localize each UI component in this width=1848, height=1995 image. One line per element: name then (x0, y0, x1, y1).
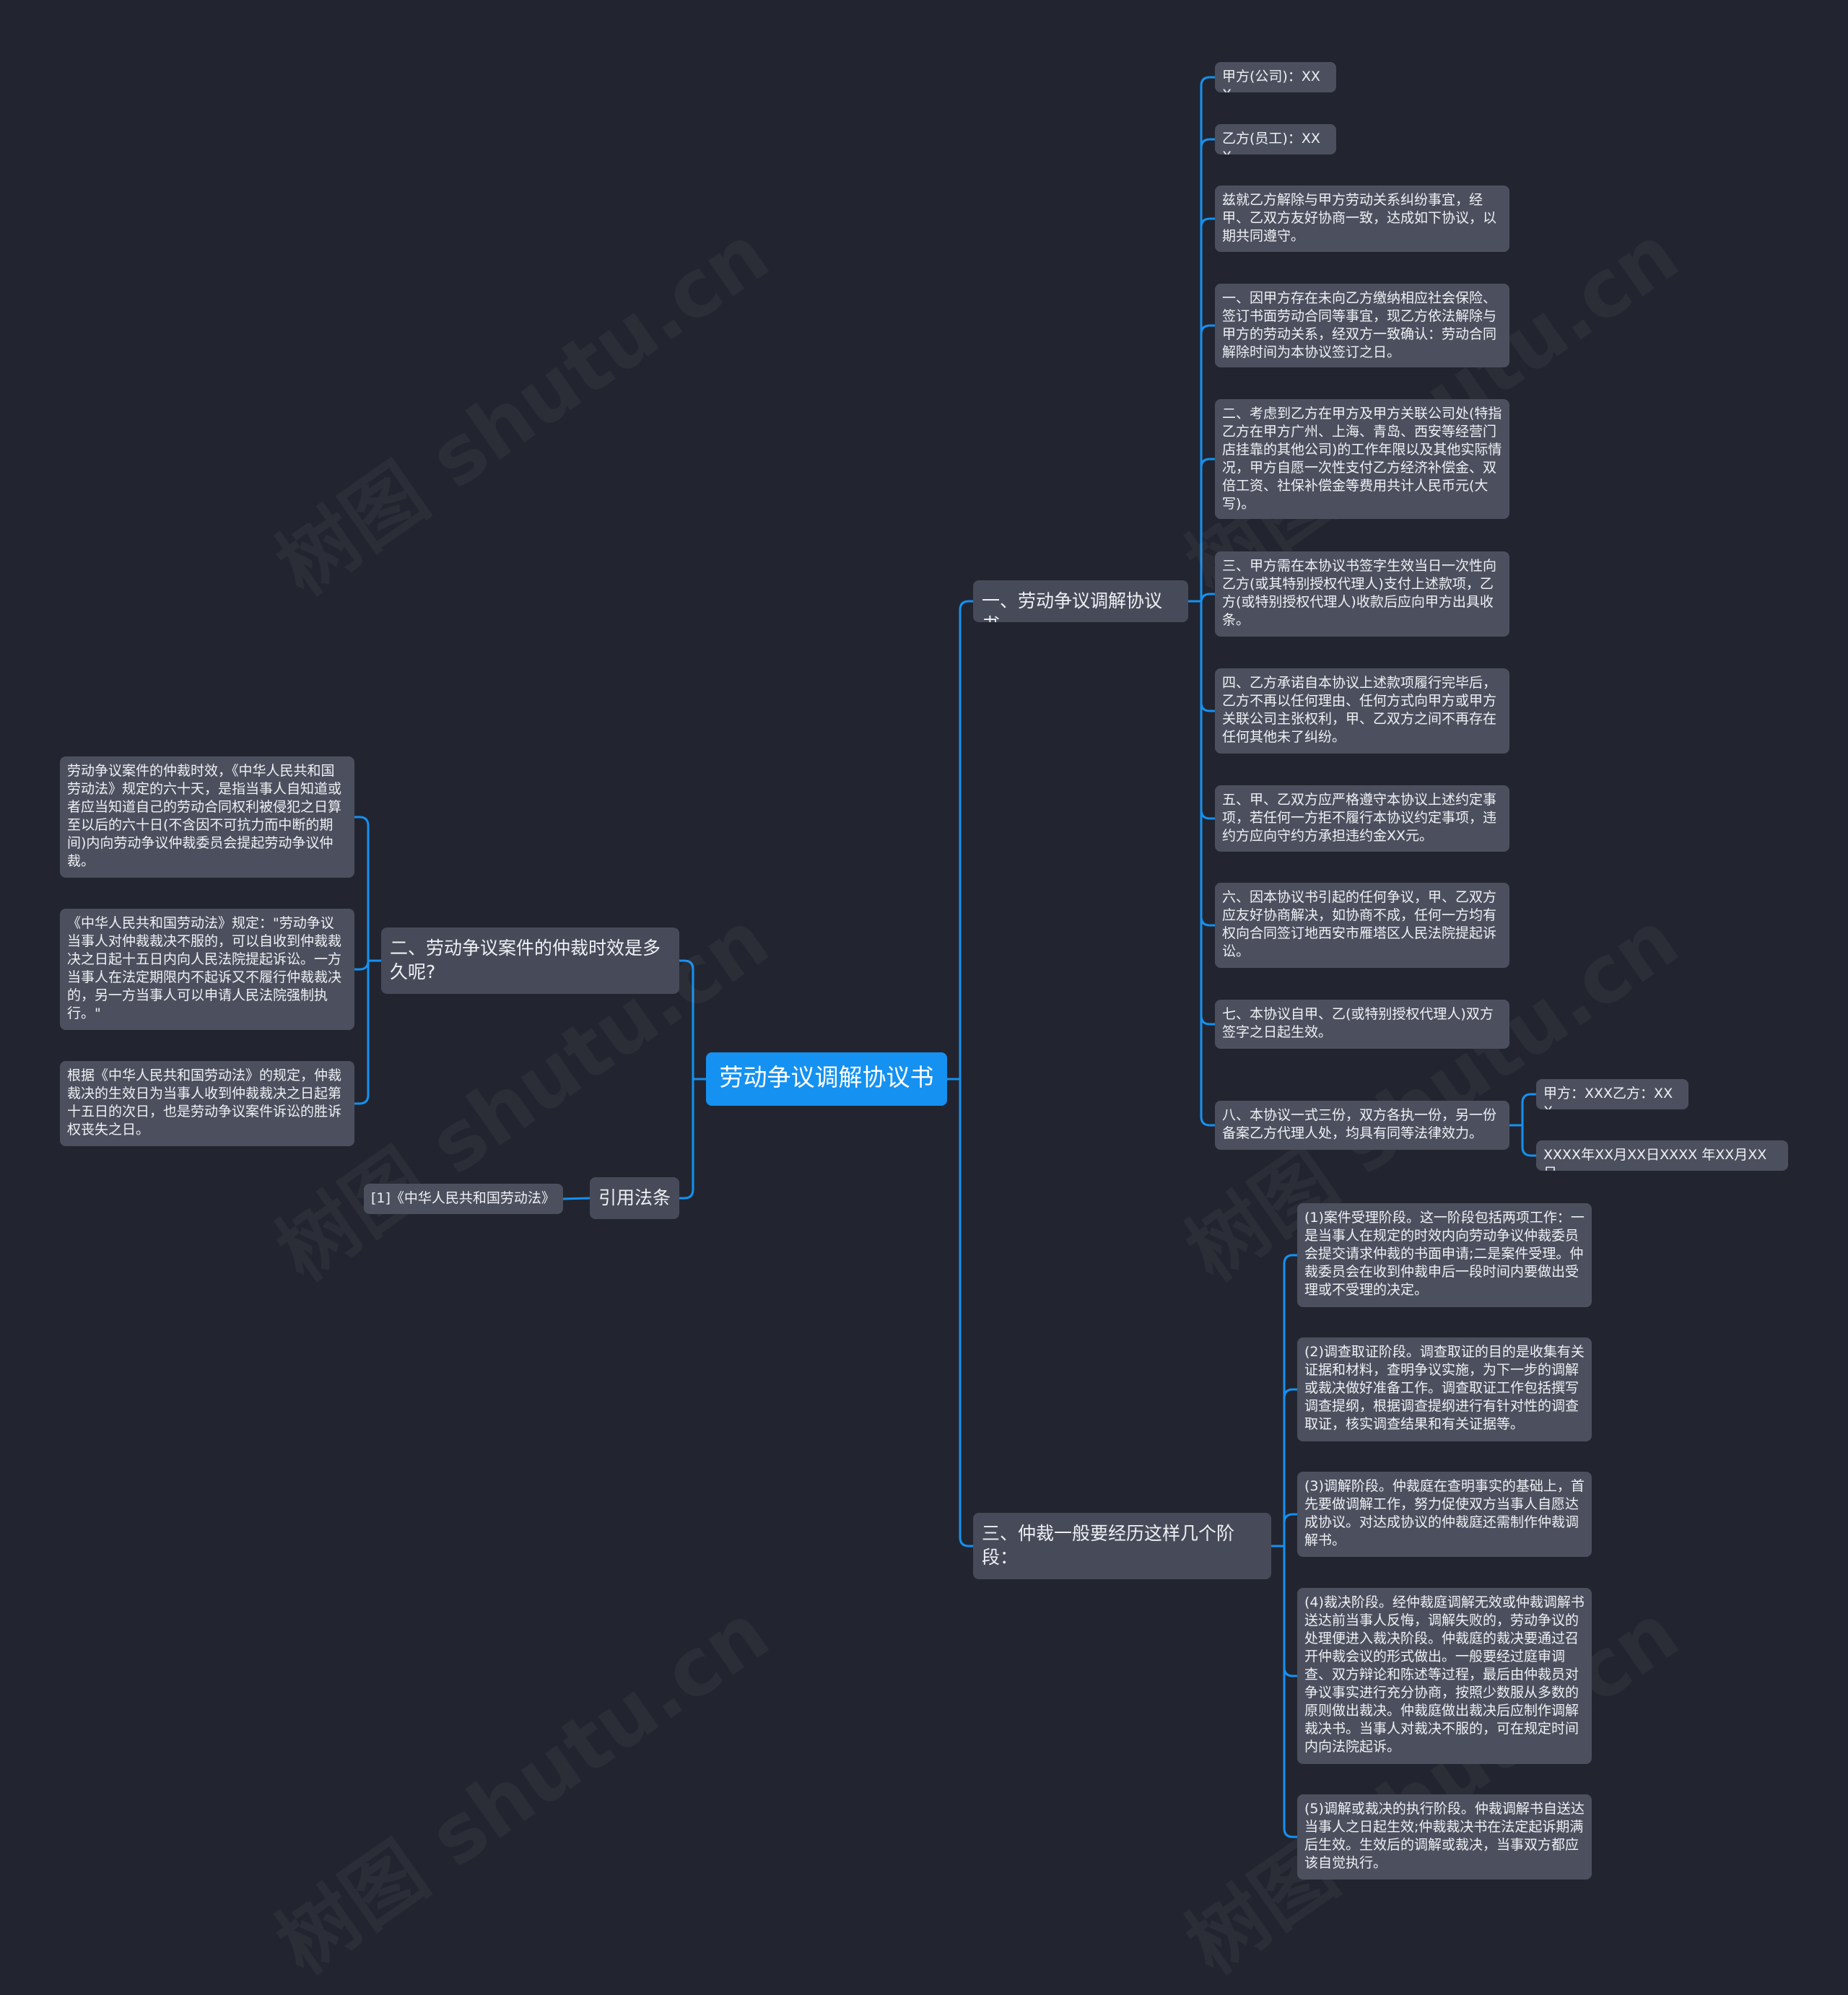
leaf-node[interactable]: 二、考虑到乙方在甲方及甲方关联公司处(特指乙方在甲方广州、上海、青岛、西安等经营… (1215, 399, 1509, 519)
connector-lines (354, 76, 1536, 1838)
leaf-node[interactable]: 《中华人民共和国劳动法》规定："劳动争议当事人对仲裁裁决不服的，可以自收到仲裁裁… (60, 909, 354, 1030)
connector-line (1271, 1545, 1297, 1838)
leaf-node[interactable]: (1)案件受理阶段。这一阶段包括两项工作：一是当事人在规定的时效内向劳动争议仲裁… (1297, 1203, 1592, 1307)
leaf-node-date[interactable]: XXXX年XX月XX日XXXX 年XX月XX 日 (1536, 1140, 1788, 1171)
branch-node-cited-laws[interactable]: 引用法条 (590, 1177, 679, 1219)
leaf-node[interactable]: 八、本协议一式三份，双方各执一份，另一份备案乙方代理人处，均具有同等法律效力。 (1215, 1101, 1509, 1150)
leaf-node[interactable]: (4)裁决阶段。经仲裁庭调解无效或仲裁调解书送达前当事人反悔，调解失败的，劳动争… (1297, 1588, 1592, 1764)
connector-line (354, 959, 381, 1105)
connector-line (679, 959, 706, 1081)
connector-line (1188, 600, 1215, 1127)
leaf-node-law-citation[interactable]: [1]《中华人民共和国劳动法》 (364, 1184, 563, 1214)
connector-line (1509, 1093, 1536, 1127)
connector-line (1271, 1254, 1297, 1547)
leaf-node[interactable]: (5)调解或裁决的执行阶段。仲裁调解书自送达当事人之日起生效;仲裁裁决书在法定起… (1297, 1794, 1592, 1880)
leaf-node-signature[interactable]: 甲方：XXX乙方：XXX (1536, 1079, 1688, 1109)
leaf-node[interactable]: 一、因甲方存在未向乙方缴纳相应社会保险、签订书面劳动合同等事宜，现乙方依法解除与… (1215, 284, 1509, 367)
connector-line (1188, 217, 1215, 603)
leaf-node[interactable]: 根据《中华人民共和国劳动法》的规定，仲裁裁决的生效日为当事人收到仲裁裁决之日起第… (60, 1061, 354, 1146)
connector-line (562, 1197, 590, 1200)
leaf-node[interactable]: 三、甲方需在本协议书签字生效当日一次性向乙方(或其特别授权代理人)支付上述款项，… (1215, 551, 1509, 637)
branch-node-arbitration-limitation[interactable]: 二、劳动争议案件的仲裁时效是多久呢? (381, 927, 679, 994)
root-node[interactable]: 劳动争议调解协议书 (706, 1052, 947, 1106)
leaf-node[interactable]: 五、甲、乙双方应严格遵守本协议上述约定事项，若任何一方拒不履行本协议约定事项，违… (1215, 785, 1509, 852)
connector-line (1188, 458, 1215, 603)
leaf-node[interactable]: (3)调解阶段。仲裁庭在查明事实的基础上，首先要做调解工作，努力促使双方当事人自… (1297, 1472, 1592, 1557)
connector-line (1509, 1124, 1536, 1157)
connector-line (354, 816, 381, 962)
connector-line (1188, 324, 1215, 603)
connector-line (1188, 76, 1215, 603)
leaf-node[interactable]: 乙方(员工)：XXX (1215, 124, 1336, 154)
connector-line (947, 1078, 973, 1547)
connector-line (1271, 1513, 1297, 1547)
leaf-node[interactable]: 四、乙方承诺自本协议上述款项履行完毕后，乙方不再以任何理由、任何方式向甲方或甲方… (1215, 668, 1509, 754)
leaf-node[interactable]: 六、因本协议书引起的任何争议，甲、乙双方应友好协商解决，如协商不成，任何一方均有… (1215, 883, 1509, 968)
branch-node-arbitration-stages[interactable]: 三、仲裁一般要经历这样几个阶段： (973, 1513, 1271, 1579)
leaf-node[interactable]: 劳动争议案件的仲裁时效，《中华人民共和国劳动法》规定的六十天，是指当事人自知道或… (60, 756, 354, 878)
branch-node-mediation-agreement[interactable]: 一、劳动争议调解协议书 (973, 580, 1188, 622)
leaf-node[interactable]: 甲方(公司)：XXX (1215, 62, 1336, 92)
connector-line (679, 1078, 706, 1200)
leaf-node[interactable]: (2)调查取证阶段。调查取证的目的是收集有关证据和材料，查明争议实施，为下一步的… (1297, 1337, 1592, 1441)
connector-line (947, 600, 973, 1081)
leaf-node[interactable]: 七、本协议自甲、乙(或特别授权代理人)双方签字之日起生效。 (1215, 1000, 1509, 1049)
leaf-node[interactable]: 兹就乙方解除与甲方劳动关系纠纷事宜，经甲、乙双方友好协商一致，达成如下协议，以期… (1215, 185, 1509, 252)
connector-line (1271, 1388, 1297, 1547)
connector-line (1188, 138, 1215, 603)
